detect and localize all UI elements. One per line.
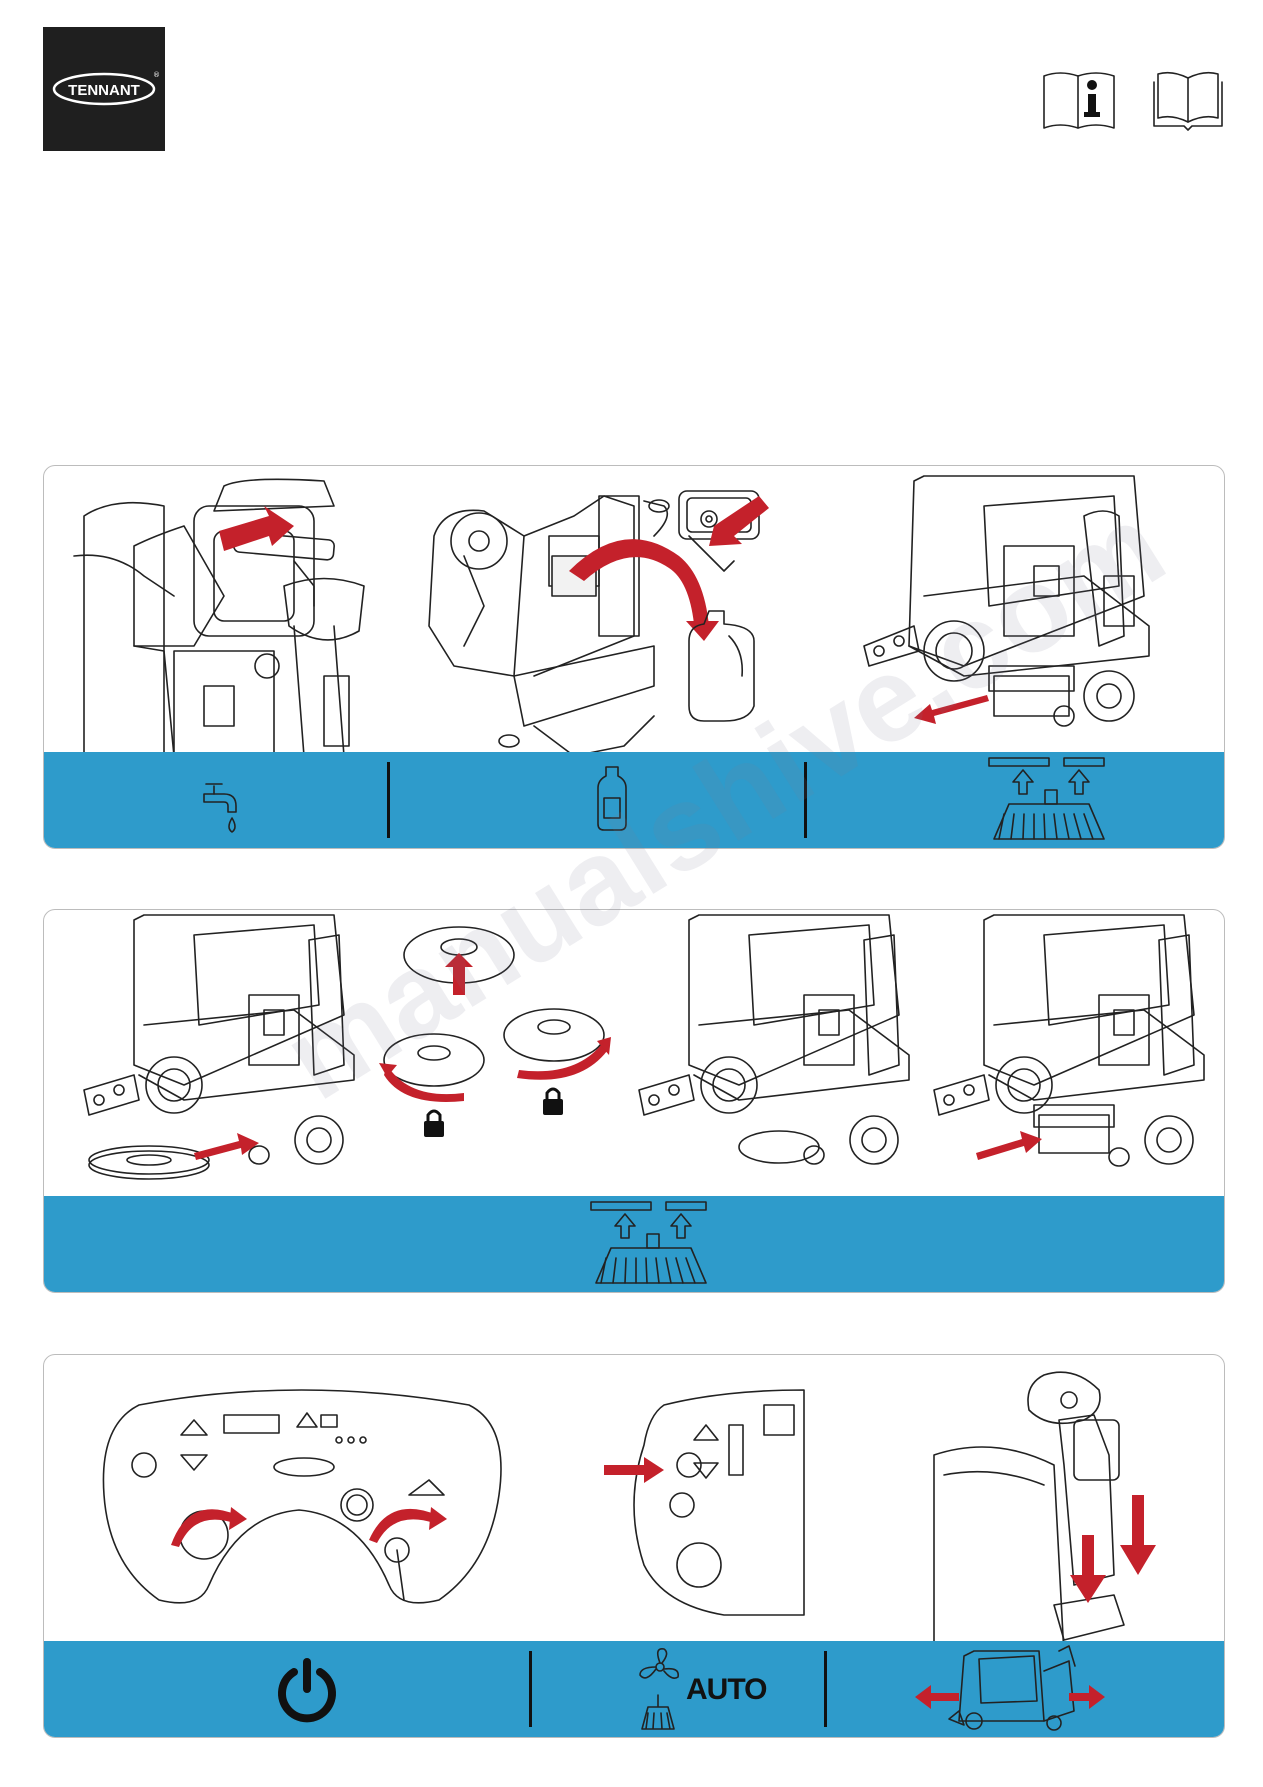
squeegee-lift-icon: [979, 754, 1119, 844]
detergent-bottle-icon: [592, 762, 632, 832]
attach-squeegee-illustration: [914, 915, 1214, 1185]
auto-label: AUTO: [686, 1673, 766, 1707]
open-book-icon: [1150, 68, 1263, 132]
install-pad-driver-illustration: [64, 915, 364, 1185]
press-pedal-illustration: [934, 1375, 1214, 1665]
panel-2-icon-bar: [44, 1196, 1224, 1292]
divider: [824, 1651, 827, 1727]
fill-solution-tank-illustration: [74, 476, 404, 766]
press-scrub-button-illustration: [604, 1385, 804, 1615]
panel-1: [43, 465, 1225, 849]
vacuum-fan-brush-icon: [634, 1645, 694, 1735]
divider: [804, 762, 807, 838]
svg-text:®: ®: [153, 71, 160, 79]
panel-1-icon-bar: [44, 752, 1224, 848]
machine-drive-icon: [919, 1641, 1109, 1737]
panel-3: AUTO: [43, 1354, 1225, 1738]
lock-pad-driver-illustration: [379, 915, 619, 1185]
tennant-logo: TENNANT ®: [43, 27, 165, 151]
panel-3-icon-bar: AUTO: [44, 1641, 1224, 1737]
manual-icons: [1040, 68, 1230, 132]
divider: [387, 762, 390, 838]
panel-2: [43, 909, 1225, 1293]
divider: [529, 1651, 532, 1727]
brush-deck-lowered-illustration: [619, 915, 919, 1185]
water-tap-icon: [194, 764, 254, 834]
add-detergent-illustration: [424, 476, 764, 766]
power-icon: [272, 1654, 342, 1724]
remove-squeegee-illustration: [864, 476, 1194, 766]
turn-key-switch-illustration: [99, 1385, 509, 1615]
logo-text: TENNANT: [68, 82, 140, 99]
squeegee-lift-icon: [581, 1198, 721, 1288]
